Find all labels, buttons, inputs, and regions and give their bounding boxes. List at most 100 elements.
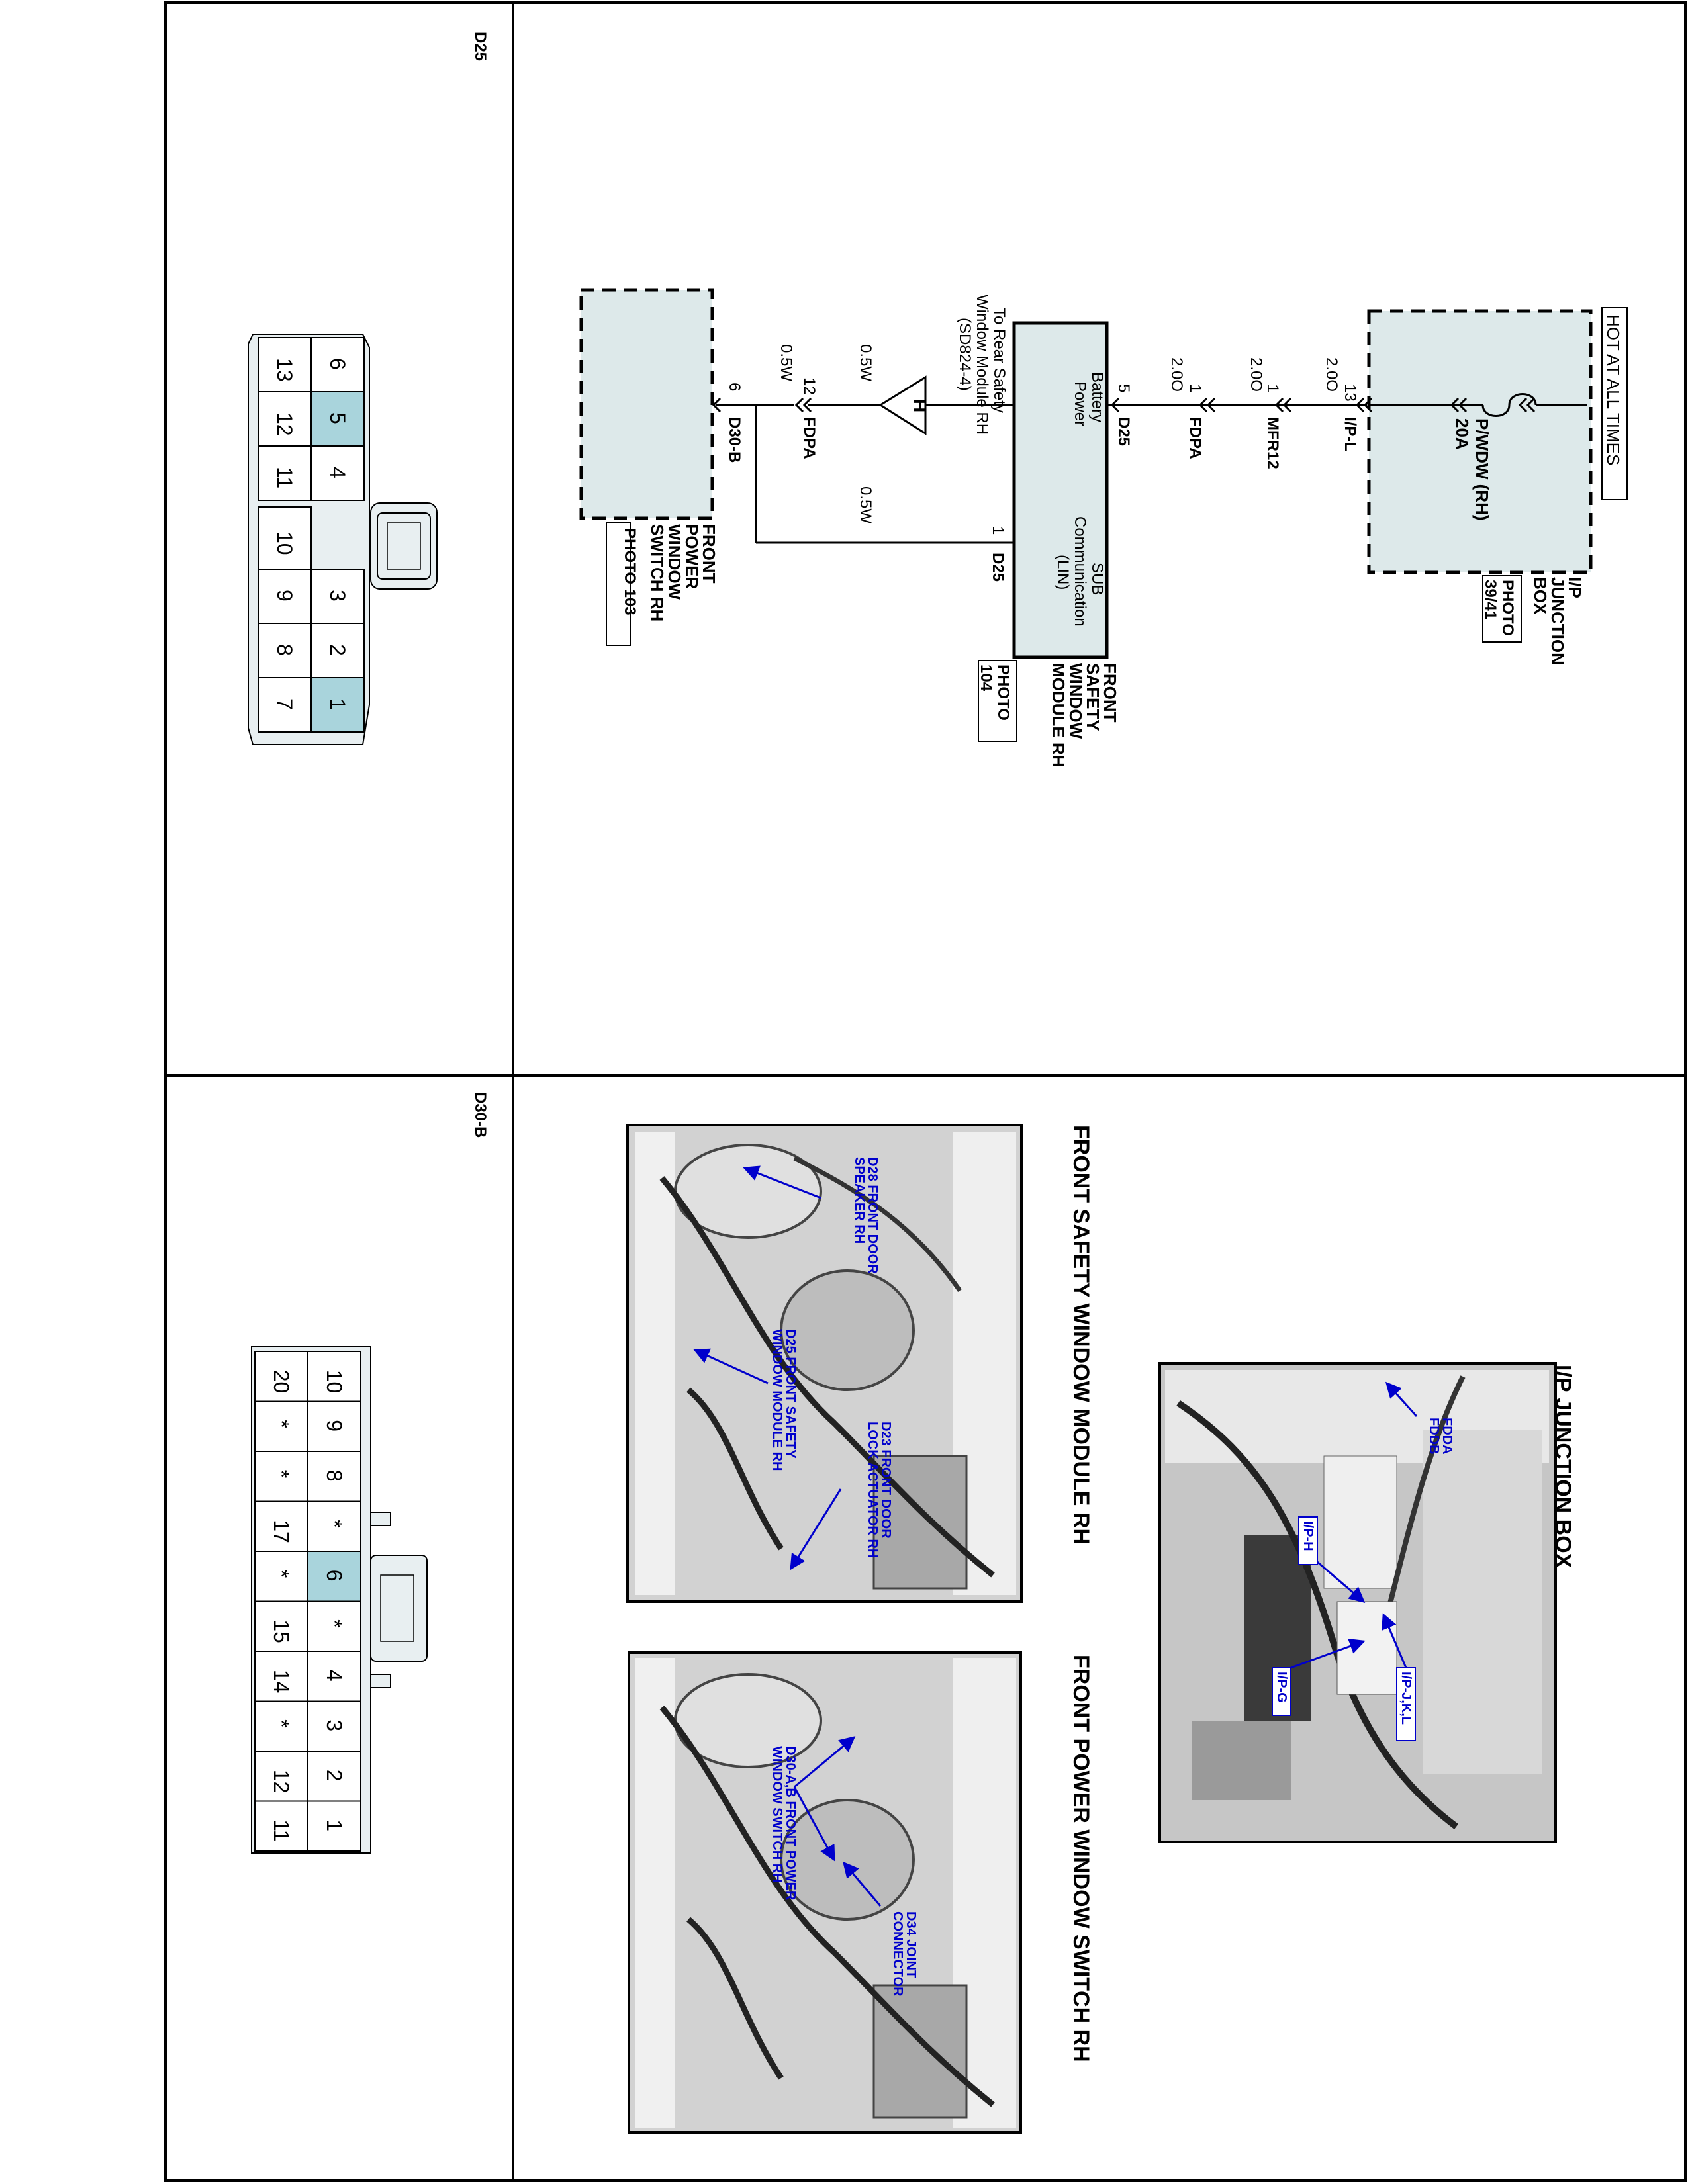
module-battery-power-1: Battery [1088, 372, 1106, 422]
fuse-rating: 20A [1452, 418, 1472, 450]
photo-ip-junction-box: I/P JUNCTION BOX FDDA FDDB I/P-H I/P-G I… [1158, 1362, 1575, 1843]
junction-box-label-3: BOX [1530, 577, 1550, 615]
d25-pin-11-cell [258, 445, 312, 501]
d30b-pin-2-top-8-label: 2 [322, 1770, 346, 1782]
d25-pin-1-label: 1 [326, 698, 350, 710]
d30b-pin-*-bottom-4-label: * [269, 1570, 293, 1578]
d30b-pin-14-bottom-6-label: 14 [269, 1670, 293, 1694]
photo-safety-window-module: FRONT SAFETY WINDOW MODULE RH D28 FRONT … [626, 1124, 1094, 1603]
d30b-pin-11-bottom-9-label: 11 [269, 1819, 293, 1841]
d30b-pin-4-top-6-cell [307, 1651, 361, 1702]
callout-ip-g: I/P-G [1274, 1672, 1289, 1703]
callout-fdda: FDDA [1440, 1418, 1454, 1455]
d30b-pin-12-bottom-8-label: 12 [269, 1770, 293, 1794]
d25-pin-5-cell [310, 391, 365, 447]
wire-size-1: 2.0O [1323, 357, 1340, 392]
d25-pin-13-cell [258, 337, 312, 392]
module-label-3: WINDOW [1066, 663, 1086, 739]
safety-window-module-box [1012, 321, 1109, 659]
module-photo-2: 104 [977, 664, 995, 692]
fuse-symbol [1481, 393, 1537, 417]
d30b-pin-20-bottom-0-cell [254, 1351, 308, 1402]
wire-pin-fdpa: 1 [1186, 384, 1204, 392]
d25-pin-3-cell [310, 569, 365, 624]
d30b-pin-*-bottom-4-cell [254, 1551, 308, 1602]
d30b-pin-9-top-1-label: 9 [322, 1420, 346, 1432]
photo-safety-title: FRONT SAFETY WINDOW MODULE RH [1068, 1125, 1094, 1545]
callout-d23-1: D23 FRONT DOOR [878, 1422, 893, 1539]
fdpa-wire-size-lower: 0.5W [777, 344, 795, 381]
d30b-pin-2-top-8-cell [307, 1751, 361, 1802]
d30b-pin-3-top-7-label: 3 [322, 1719, 346, 1731]
d30b-pin-*-top-3-label: * [322, 1520, 346, 1527]
d25-pin-4-label: 4 [326, 467, 350, 478]
d30b-pin-17-bottom-3-label: 17 [269, 1520, 293, 1543]
module-photo-1: PHOTO [994, 664, 1012, 721]
d30b-pin-8-top-2-cell [307, 1451, 361, 1502]
d30b-pin-3-top-7-cell [307, 1700, 361, 1752]
power-window-switch-box [579, 288, 714, 520]
d30b-pin-10-top-0-label: 10 [322, 1370, 346, 1394]
wire-size-2: 2.0O [1247, 357, 1265, 392]
d30b-pin-*-bottom-7-label: * [269, 1719, 293, 1727]
module-pin-sub: 1 [989, 526, 1007, 535]
d30b-pin-4-top-6-label: 4 [322, 1670, 346, 1682]
hot-at-all-times-label: HOT AT ALL TIMES [1603, 314, 1623, 465]
photo-power-window-switch: FRONT POWER WINDOW SWITCH RH D30-A,B FRO… [628, 1651, 1094, 2134]
rear-ref-3: (SD824-4) [956, 318, 974, 391]
d30b-pin-*-bottom-2-label: * [269, 1470, 293, 1478]
d30b-pin-*-top-5-cell [307, 1600, 361, 1652]
switch-pin: 6 [726, 383, 743, 391]
module-label-4: MODULE RH [1049, 663, 1068, 767]
d25-pin-2-label: 2 [326, 644, 350, 656]
junction-box-photo-1: PHOTO [1499, 580, 1517, 636]
wire-conn-d25: D25 [1115, 417, 1133, 446]
switch-conn: D30-B [726, 417, 743, 463]
rear-ref-2: Window Module RH [973, 295, 991, 435]
callout-d25-2: WINDOW MODULE RH [770, 1329, 784, 1471]
d25-pin-8-label: 8 [273, 644, 297, 656]
d25-pin-9-label: 9 [273, 590, 297, 602]
module-sub-2: Communication [1071, 516, 1089, 627]
wire-pin-13: 13 [1341, 384, 1359, 402]
callout-d25-1: D25 FRONT SAFETY [783, 1329, 798, 1459]
callout-d28-1: D28 FRONT DOOR [865, 1157, 880, 1274]
wire-pin-mfr12: 1 [1264, 384, 1282, 392]
switch-label-4: SWITCH RH [647, 524, 667, 621]
d30b-pin-17-bottom-3-cell [254, 1500, 308, 1552]
lin-wire-size: 0.5W [857, 486, 874, 523]
d25-pin-1-cell [310, 677, 365, 733]
d25-pin-7-cell [258, 677, 312, 733]
module-sub-3: (LIN) [1054, 555, 1072, 590]
fuse-name: P/WDW (RH) [1472, 418, 1492, 521]
junction-box-label-2: JUNCTION [1548, 577, 1568, 665]
d25-pin-13-label: 13 [273, 358, 297, 382]
d30b-pin-20-bottom-0-label: 20 [269, 1370, 293, 1394]
wire-size-3: 2.0O [1168, 357, 1186, 392]
d30b-pin-15-bottom-5-label: 15 [269, 1619, 293, 1643]
callout-d34-1: D34 JOINT [904, 1911, 918, 1978]
fdpa-wire-pin: 12 [800, 377, 818, 395]
d25-pin-10-label: 10 [273, 531, 297, 555]
d30b-pin-1-top-9-cell [307, 1800, 361, 1852]
callout-d28-2: SPEAKER RH [852, 1157, 867, 1244]
d25-pin-2-cell [310, 623, 365, 678]
callout-ip-jkl: I/P-J,K,L [1399, 1672, 1413, 1725]
schematic: HOT AT ALL TIMES P/WDW (RH) 20A I/P JUNC… [579, 288, 1628, 767]
d25-pin-8-cell [258, 623, 312, 678]
d30b-pin-1-top-9-label: 1 [322, 1819, 346, 1831]
d25-pin-11-label: 11 [273, 467, 297, 488]
wire-conn-mfr12: MFR12 [1264, 417, 1282, 469]
d25-pin-12-label: 12 [273, 412, 297, 436]
fdpa-wire-conn: FDPA [800, 417, 818, 459]
d30b-pin-14-bottom-6-cell [254, 1651, 308, 1702]
module-label-2: SAFETY [1083, 663, 1103, 731]
d25-pin-3-label: 3 [326, 590, 350, 602]
switch-photo: PHOTO 103 [621, 528, 639, 615]
fdpa-wire-size-upper: 0.5W [857, 344, 874, 381]
